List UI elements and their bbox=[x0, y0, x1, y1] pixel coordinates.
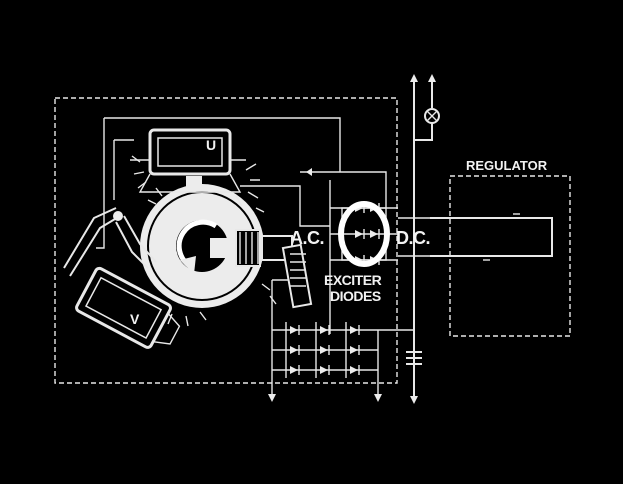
generator-housing-outline bbox=[54, 97, 398, 384]
gen-wire-left bbox=[96, 118, 105, 249]
ground-symbol bbox=[406, 351, 422, 365]
coil-v bbox=[75, 266, 181, 349]
gen-wire-top bbox=[104, 117, 341, 172]
dc-output-bus bbox=[430, 217, 553, 257]
coil-u-label: U bbox=[206, 137, 216, 153]
flux-marks bbox=[131, 155, 277, 327]
armature-windings bbox=[239, 232, 259, 264]
exciter-label: EXCITER bbox=[324, 272, 382, 288]
coil-v-label: V bbox=[130, 311, 140, 327]
ground-arrow-left bbox=[268, 394, 276, 402]
top-bus-arrow bbox=[410, 74, 418, 82]
wire-to-v-2 bbox=[123, 215, 157, 263]
regulator-label: REGULATOR bbox=[466, 158, 548, 173]
left-wire-arm bbox=[69, 215, 121, 277]
bridge-top-feed bbox=[300, 171, 387, 208]
rotation-arrowhead bbox=[180, 256, 196, 274]
gen-wire-loop bbox=[113, 139, 134, 200]
wire-to-v bbox=[115, 221, 149, 269]
outer-coil-lines bbox=[290, 253, 306, 287]
ground-arrow-right bbox=[374, 394, 382, 402]
outer-coil bbox=[281, 243, 313, 309]
top-lamp-arrow bbox=[428, 74, 436, 82]
bus-bottom-arrow bbox=[410, 396, 418, 404]
rotation-arrow-icon bbox=[176, 219, 218, 269]
bridge-top-arrow bbox=[306, 168, 312, 176]
dc-label: D.C. bbox=[396, 228, 430, 248]
diodes-label: DIODES bbox=[330, 288, 381, 304]
lamp-return bbox=[414, 123, 433, 141]
left-wire-arm-2 bbox=[63, 207, 117, 269]
terminal-dot bbox=[113, 211, 123, 221]
coil-u bbox=[130, 128, 246, 193]
lamp-cross bbox=[426, 110, 438, 122]
ac-label: A.C. bbox=[290, 228, 324, 248]
gen-wire-mid bbox=[240, 185, 330, 227]
main-rectifier-bank bbox=[272, 322, 378, 378]
exciter-highlight-ring bbox=[338, 201, 390, 267]
